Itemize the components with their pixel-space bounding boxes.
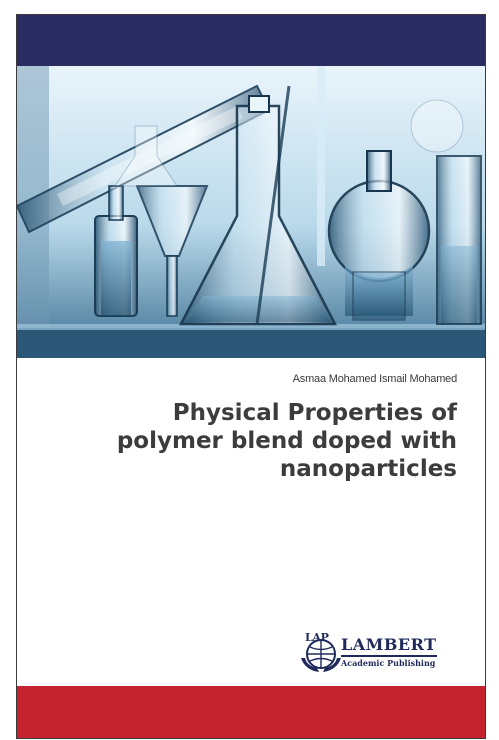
title-line: Physical Properties of	[172, 400, 457, 426]
author-name: Asmaa Mohamed Ismail Mohamed	[292, 373, 458, 385]
title-line: nanoparticles	[279, 456, 457, 482]
logo-emblem-text: LAP	[305, 631, 329, 644]
publisher-logo: LAP LAMBERT Academic Publishing	[297, 628, 467, 678]
title-line: polymer blend doped with	[116, 428, 457, 454]
bottom-color-band	[17, 686, 485, 738]
book-title: Physical Properties of polymer blend dop…	[77, 399, 457, 483]
publisher-brand: LAMBERT	[341, 636, 437, 657]
cover-photo-lab-glassware	[17, 66, 485, 358]
globe-hands-icon	[297, 628, 343, 674]
book-cover: Asmaa Mohamed Ismail Mohamed Physical Pr…	[16, 14, 486, 739]
publisher-subtitle: Academic Publishing	[341, 658, 436, 668]
lab-glassware-illustration	[17, 66, 485, 358]
top-color-band	[17, 15, 485, 66]
